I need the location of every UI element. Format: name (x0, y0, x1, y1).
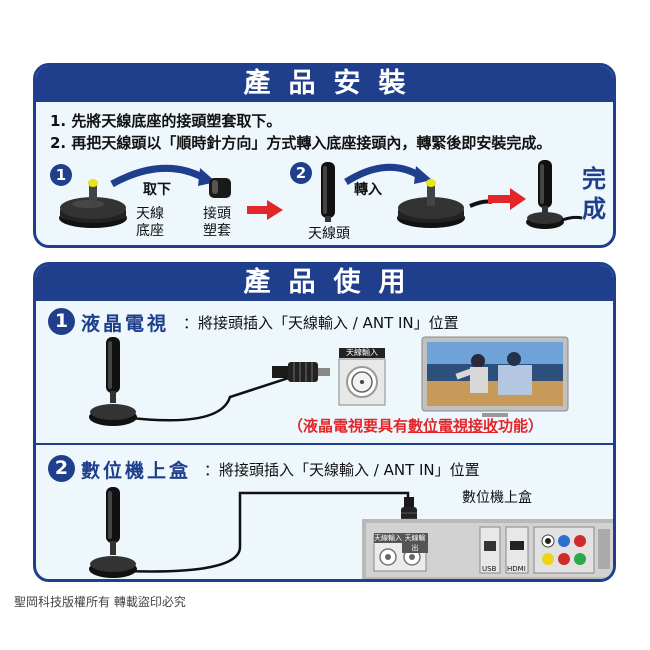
red-arrow-icon (247, 200, 283, 220)
antenna-head-image (321, 162, 335, 222)
stb-description: ：將接頭插入「天線輸入 / ANT IN」位置 (204, 461, 480, 479)
lcd-tv-image (421, 336, 569, 417)
stb-port-in-label: 天線輸入 (374, 533, 402, 543)
note-suffix: 功能） (498, 417, 544, 435)
connector-cap-image (209, 178, 231, 198)
usage-header: 產品使用 (36, 265, 613, 301)
ant-in-port-icon (338, 358, 386, 406)
coax-plug-icon (272, 362, 330, 382)
stb-usb-label: USB (482, 565, 497, 573)
stb-port-out-label: 天線輸出 (402, 533, 428, 553)
antenna-base-cable-image (397, 179, 493, 228)
antenna-base-image (59, 179, 127, 228)
head-label: 天線頭 (308, 226, 350, 242)
note-underline: 數位電視接收 (408, 417, 499, 435)
usage-number-tv: 1 (48, 308, 75, 335)
usage-panel: 產品使用 1 液晶電視 ：將接頭插入「天線輸入 / ANT IN」位置 天線輸入 (33, 262, 616, 582)
remove-label: 取下 (143, 182, 171, 198)
usage-number-stb: 2 (48, 455, 75, 482)
install-step-number-1: 1 (50, 164, 72, 186)
done-label: 完 成 (582, 165, 606, 223)
stb-antenna-image (89, 487, 410, 578)
cap-label: 接頭 塑套 (203, 206, 231, 239)
install-step-2: 2. 再把天線頭以「順時針方向」方式轉入底座接頭內，轉緊後即安裝完成。 (50, 134, 552, 152)
tv-requirement-note: （液晶電視要具有數位電視接收功能） (288, 415, 543, 436)
tv-port-label: 天線輸入 (339, 348, 385, 358)
tv-title: 液晶電視 (81, 313, 170, 335)
install-panel: 產品安裝 1. 先將天線底座的接頭塑套取下。 2. 再把天線頭以「順時針方向」方… (33, 63, 616, 248)
base-label: 天線 底座 (136, 206, 164, 239)
stb-hdmi-label: HDMI (507, 565, 526, 573)
stb-title: 數位機上盒 (81, 460, 192, 482)
install-step-1: 1. 先將天線底座的接頭塑套取下。 (50, 112, 282, 130)
curved-arrow-icon-2 (344, 163, 432, 185)
completed-antenna-image (526, 160, 583, 229)
install-step-number-2: 2 (290, 162, 312, 184)
red-arrow-icon-2 (488, 188, 526, 210)
usage-divider (36, 443, 613, 445)
tv-description: ：將接頭插入「天線輸入 / ANT IN」位置 (183, 314, 459, 332)
rotate-label: 轉入 (354, 182, 382, 198)
tv-antenna-image (89, 337, 311, 426)
note-prefix: （液晶電視要具有 (288, 417, 409, 435)
stb-device-label: 數位機上盒 (462, 490, 532, 506)
copyright-footer: 聖岡科技版權所有 轉載盜印必究 (14, 595, 186, 609)
install-header: 產品安裝 (36, 66, 613, 102)
